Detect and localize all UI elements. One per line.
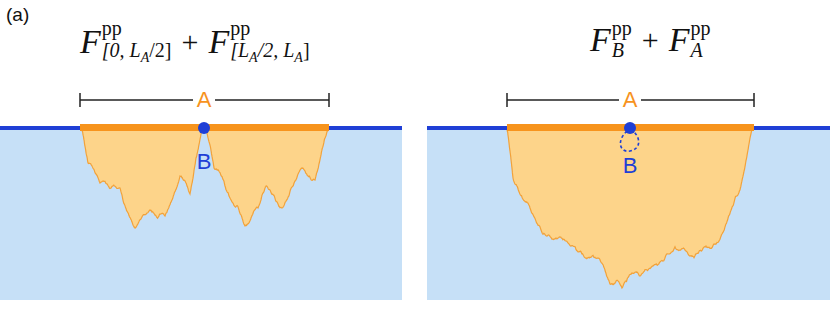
formula-subsubscript: A (294, 50, 303, 65)
formula-superscript: pp (230, 18, 250, 39)
fractal-region (507, 128, 752, 288)
formula-subsubscript: A (141, 50, 150, 65)
panel-tag: (a) (6, 5, 29, 24)
fractal-region (206, 128, 328, 226)
formula-subscript-text: [L (230, 39, 249, 61)
point-dot (198, 122, 210, 134)
point-dot (624, 122, 636, 134)
formula-subsubscript: A (249, 50, 258, 65)
formula-subscript-text: ] (303, 39, 310, 61)
formula-symbol: F (208, 25, 229, 59)
formula-subscript-text: B (612, 39, 624, 61)
formula-symbol: F (80, 25, 101, 59)
bulk-region (0, 128, 402, 300)
formula: Fpp[0, LA/2]+Fpp[LA/2, LA] (80, 18, 310, 65)
formula-subscript: A (690, 39, 702, 61)
formula-superscript: pp (102, 18, 122, 39)
formula-superscript: pp (690, 18, 710, 39)
formula-subscript: [LA/2, LA] (230, 39, 309, 65)
formula-symbol: F (590, 23, 611, 57)
formula-subscript: B (612, 39, 624, 61)
formula-subscript: [0, LA/2] (102, 39, 172, 65)
formula-subscript-text: A (690, 39, 702, 61)
interval-label: A (197, 89, 212, 111)
formula-subscript-text: [0, L (102, 39, 141, 61)
formula-scripts: pp[0, LA/2] (102, 18, 172, 65)
formula-scripts: pp[LA/2, LA] (230, 18, 309, 65)
bulk-region (427, 128, 830, 300)
dashed-loop (620, 131, 638, 151)
formula-symbol: F (669, 23, 690, 57)
formula-scripts: ppA (690, 18, 710, 61)
formula-superscript: pp (612, 18, 632, 39)
formula-operator: + (181, 27, 198, 57)
interval-label: A (623, 89, 638, 111)
formula-subscript-text: /2] (149, 39, 171, 61)
point-label: B (197, 151, 212, 173)
formula-operator: + (642, 25, 659, 55)
formula-subscript-text: /2, L (258, 39, 295, 61)
formula: FppB+FppA (590, 18, 710, 61)
point-label: B (623, 155, 638, 177)
formula-scripts: ppB (612, 18, 632, 61)
fractal-region (82, 128, 202, 228)
